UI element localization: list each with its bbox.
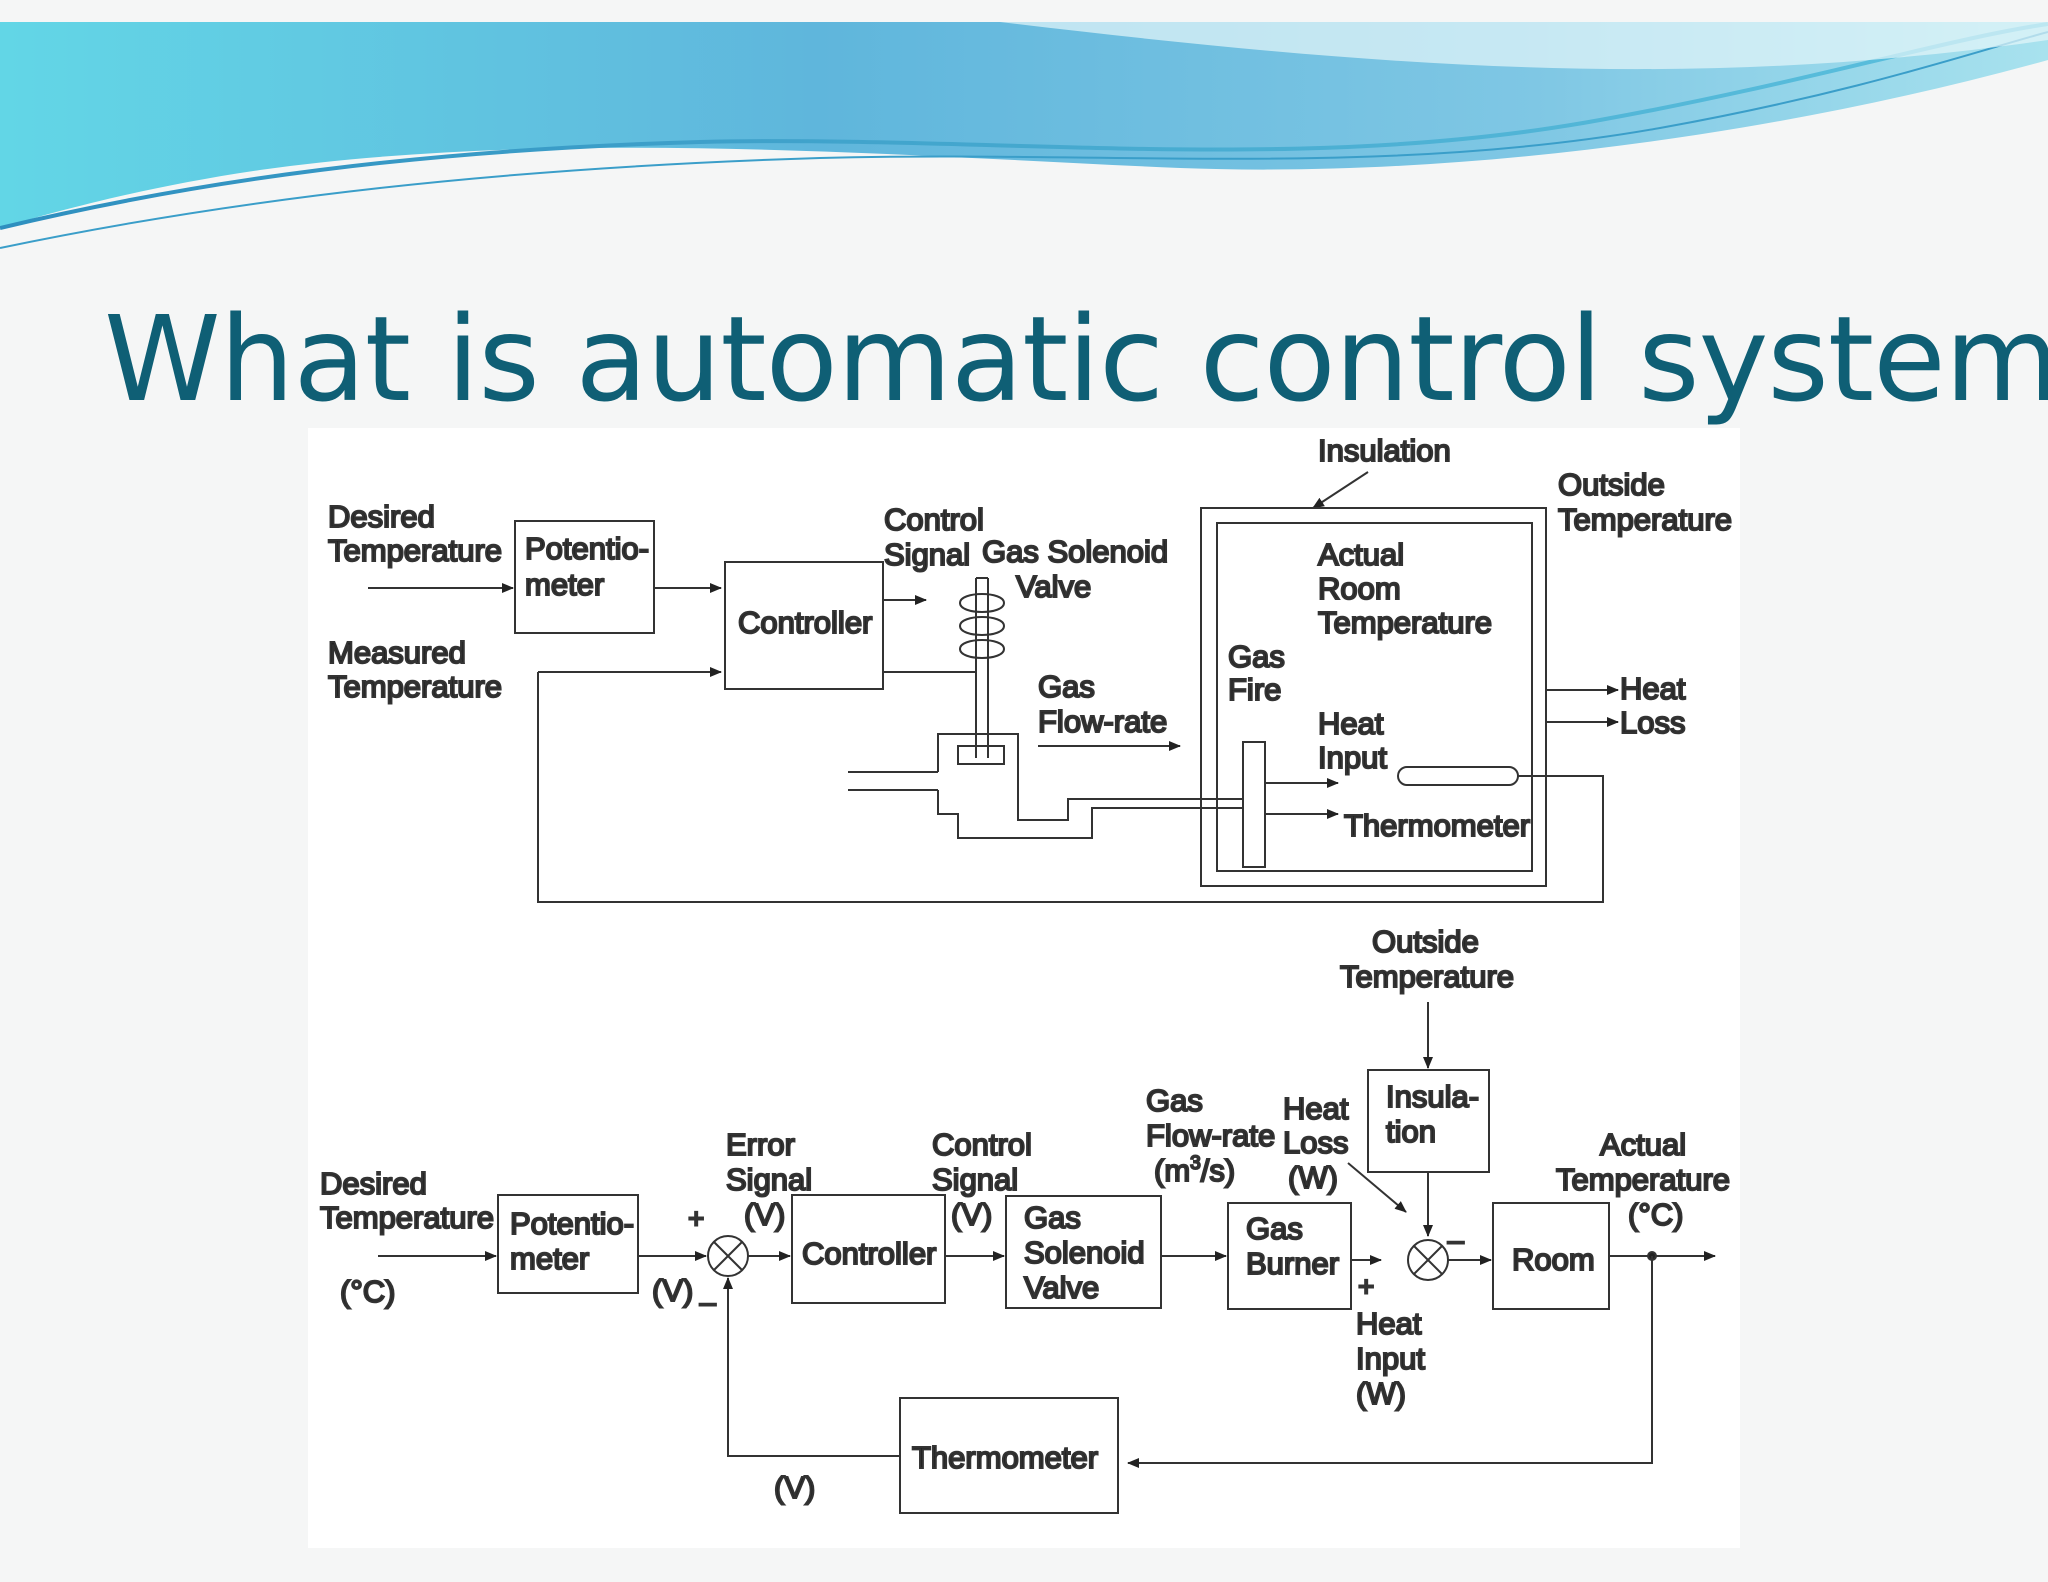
room-insulation-wall [1200,507,1547,887]
valve-plug [957,745,1005,765]
slide-title: What is automatic control system? [104,290,2048,428]
sum2-minus-sign: _ [1447,1213,1464,1244]
block-room-label: Room [1512,1242,1595,1277]
block-insulation-label: Insula-tion [1386,1079,1479,1149]
block-controller [791,1194,946,1304]
schematic-potentiometer-block [514,520,655,634]
block-feedback-unit-label: (V) [774,1470,815,1505]
block-feedback-line [1127,1256,1653,1468]
schematic-controller-label: Controller [738,605,872,640]
block-heat-loss-arrow [1347,1162,1407,1213]
room-interior [1216,522,1533,872]
schematic-controller-block [724,561,884,690]
schematic-feedback-wire [537,672,1604,903]
schematic-thermometer-bulb [1397,766,1519,786]
block-controller-label: Controller [802,1236,936,1271]
schematic-potentiometer-label: Potentio-meter [525,531,649,602]
block-potentiometer-label: Potentio-meter [510,1206,634,1276]
block-potentiometer [497,1194,639,1294]
block-unit-celsius-label: (°C) [340,1274,395,1309]
sum1-plus-sign: + [688,1203,704,1234]
block-thermometer-label: Thermometer [912,1440,1098,1475]
block-feedback-to-sum-line [723,1277,900,1457]
sum1-minus-sign: _ [699,1275,716,1306]
block-gas-solenoid-valve [1005,1195,1162,1309]
summing-junction-1 [707,1235,749,1277]
schematic-insulation-pointer [1312,471,1369,509]
schematic-insulation-label: Insulation [1318,433,1451,468]
header-wave-decoration [0,22,2048,249]
summing-junction-2 [1407,1239,1449,1281]
gas-pipe [848,733,1243,839]
block-unit-volt-input-label: (V) [652,1273,693,1308]
schematic-thermometer-label: Thermometer [1344,808,1530,843]
sum2-plus-sign: + [1358,1271,1374,1302]
block-gas-burner [1227,1202,1352,1310]
gas-fire-burner [1242,741,1266,868]
solenoid-coil [959,577,1006,758]
